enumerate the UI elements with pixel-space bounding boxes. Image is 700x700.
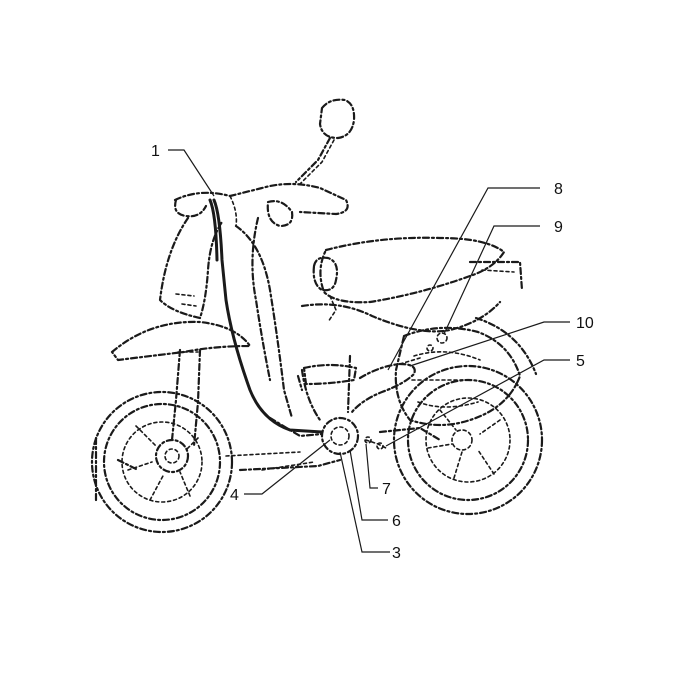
leader-8 (387, 187, 540, 371)
callout-5: 5 (576, 353, 585, 370)
front-mudguard (110, 320, 252, 362)
scooter-illustration (90, 98, 544, 534)
leader-4 (244, 439, 331, 495)
small-fasteners (364, 436, 387, 450)
front-shield (158, 216, 294, 420)
horn-cable (208, 198, 324, 434)
mirror (294, 98, 356, 185)
engine-unit (378, 326, 522, 442)
leader-5 (385, 359, 570, 447)
leader-1 (168, 149, 215, 197)
callout-1: 1 (151, 143, 160, 160)
leader-3 (339, 451, 390, 553)
rear-rack (468, 260, 524, 292)
callout-9: 9 (554, 219, 563, 236)
seat (312, 236, 506, 323)
leader-7 (365, 443, 378, 489)
callout-labels: 1 3 4 5 6 7 8 9 10 (151, 143, 594, 562)
leader-6 (349, 449, 388, 521)
callout-6: 6 (392, 513, 401, 530)
callout-3: 3 (392, 545, 401, 562)
front-fork (170, 348, 202, 448)
handlebar (173, 182, 349, 228)
callout-7: 7 (382, 481, 391, 498)
leader-10 (409, 321, 570, 367)
callout-4: 4 (230, 487, 239, 504)
lower-frame (261, 461, 315, 471)
callout-8: 8 (554, 181, 563, 198)
callout-10: 10 (576, 315, 594, 332)
wiring-harness (350, 357, 421, 414)
bolt-cluster (426, 332, 448, 352)
leader-9 (443, 225, 540, 335)
rear-wheel (392, 364, 544, 516)
leader-lines (168, 149, 570, 553)
rear-mudguard (474, 316, 538, 376)
body-panels (296, 300, 502, 422)
front-wheel (90, 390, 234, 534)
horn (320, 416, 360, 456)
